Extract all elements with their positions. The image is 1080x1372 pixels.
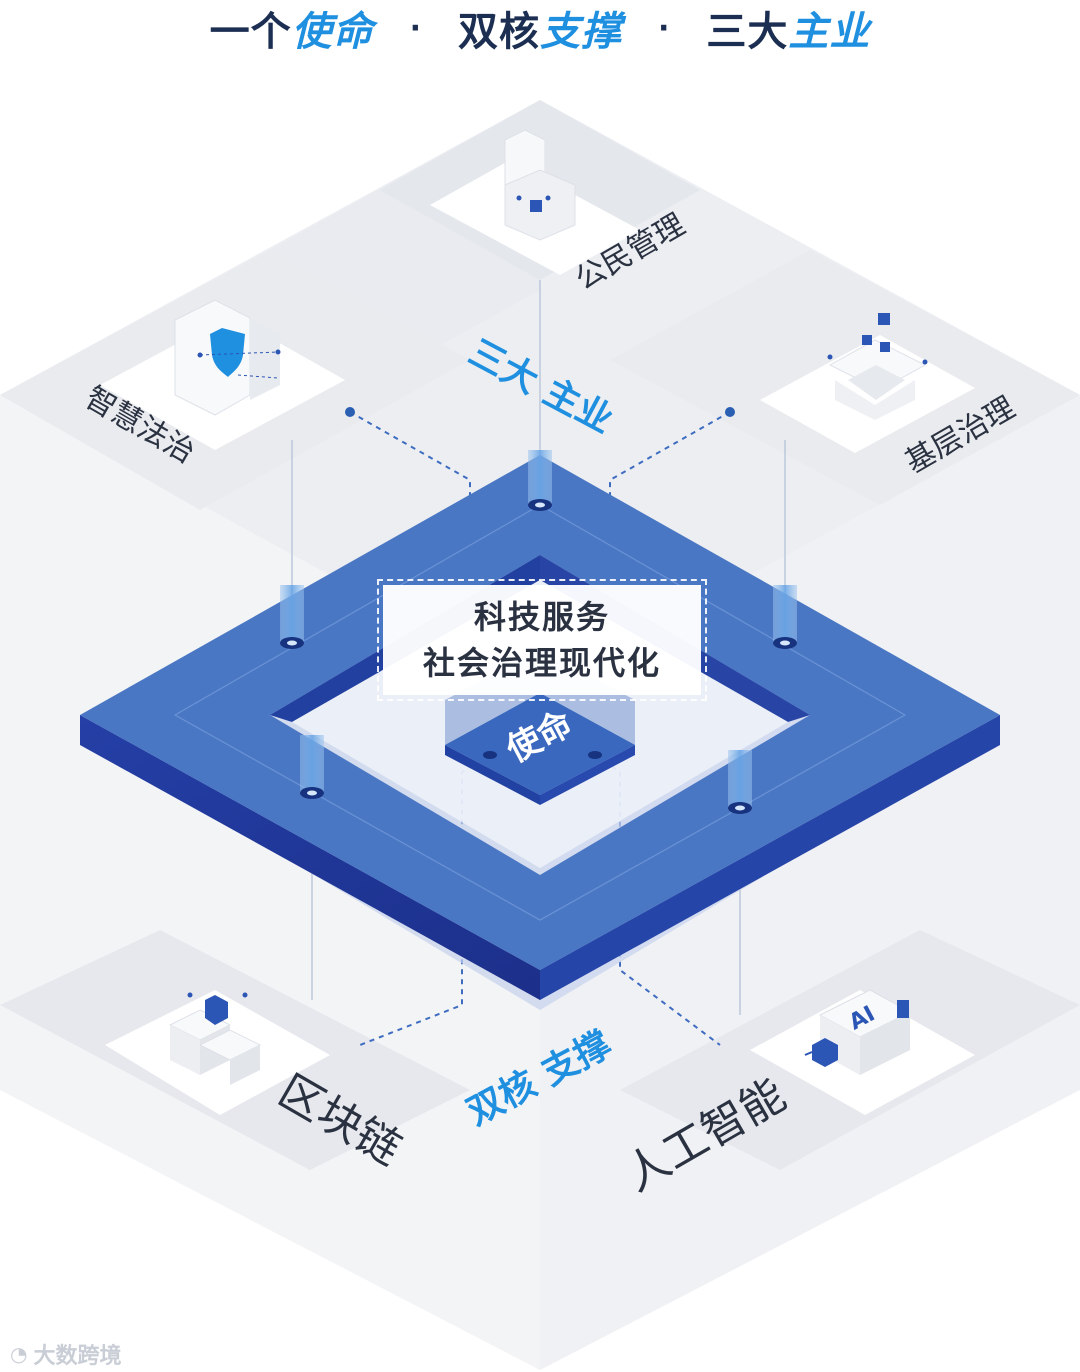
title-accent-3: 主业 xyxy=(788,0,870,57)
mission-line-2: 社会治理现代化 xyxy=(423,640,661,686)
watermark: ◔ 大数跨境 xyxy=(10,1338,121,1370)
mission-statement: 科技服务 社会治理现代化 xyxy=(383,585,701,695)
document-stack-icon xyxy=(505,130,575,240)
title-accent-2: 支撑 xyxy=(540,0,622,57)
title-prefix-1: 一个 xyxy=(210,0,292,57)
title-prefix-2: 双核 xyxy=(458,0,540,57)
title-prefix-3: 三大 xyxy=(706,0,788,57)
title-accent-1: 使命 xyxy=(292,0,374,57)
watermark-text: 大数跨境 xyxy=(33,1338,121,1370)
watermark-logo-icon: ◔ xyxy=(10,1342,27,1366)
title-separator-2: · xyxy=(658,11,670,46)
page-title: 一个 使命 · 双核 支撑 · 三大 主业 xyxy=(0,0,1080,56)
title-separator-1: · xyxy=(410,11,422,46)
mission-line-1: 科技服务 xyxy=(474,594,610,640)
